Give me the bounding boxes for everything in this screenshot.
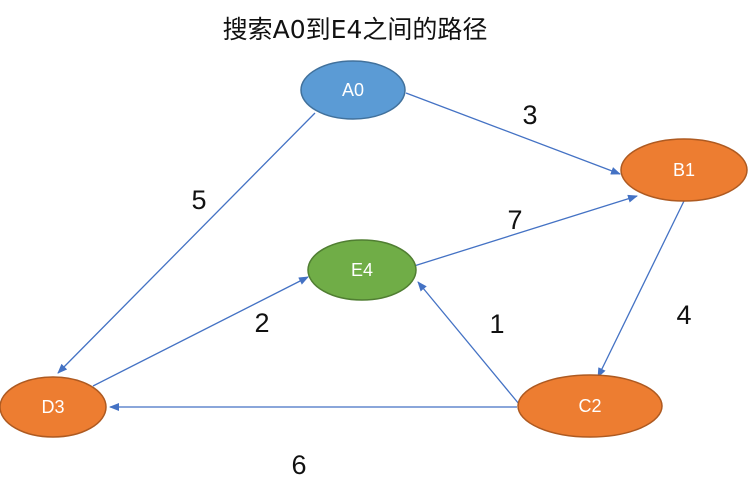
node-c2: C2 [517,374,663,438]
edge-weights-layer: 3 5 7 4 2 1 6 [191,100,691,480]
node-b1-label: B1 [673,160,695,180]
node-e4-shape [307,239,417,301]
node-a0-shape [300,60,406,120]
edge-weight-a0-b1: 3 [522,100,537,130]
node-d3-label: D3 [41,397,64,417]
edge-b1-to-c2 [597,200,685,378]
edge-a0-to-b1 [405,92,621,175]
edge-weight-b1-c2: 4 [676,300,691,330]
edge-d3-to-e4 [92,276,309,387]
edge-weight-d3-e4: 2 [254,308,269,338]
node-b1-shape [620,138,748,202]
node-d3-shape [0,376,107,438]
node-a0: A0 [300,60,406,120]
diagram-title: 搜索A0到E4之间的路径 [223,15,488,44]
node-c2-shape [517,374,663,438]
edge-c2-to-e4 [417,281,520,405]
node-c2-label: C2 [578,396,601,416]
edge-weight-c2-e4: 1 [489,309,504,339]
node-b1: B1 [620,138,748,202]
node-d3: D3 [0,376,107,438]
edges-layer [57,92,685,411]
node-a0-label: A0 [342,80,364,100]
edge-e4-to-b1 [413,194,638,267]
edge-a0-to-d3 [57,112,316,374]
node-e4: E4 [307,239,417,301]
node-e4-label: E4 [351,260,373,280]
edge-weight-a0-d3: 5 [191,185,206,215]
edge-weight-e4-b1: 7 [507,205,522,235]
edge-weight-c2-d3: 6 [291,450,306,480]
